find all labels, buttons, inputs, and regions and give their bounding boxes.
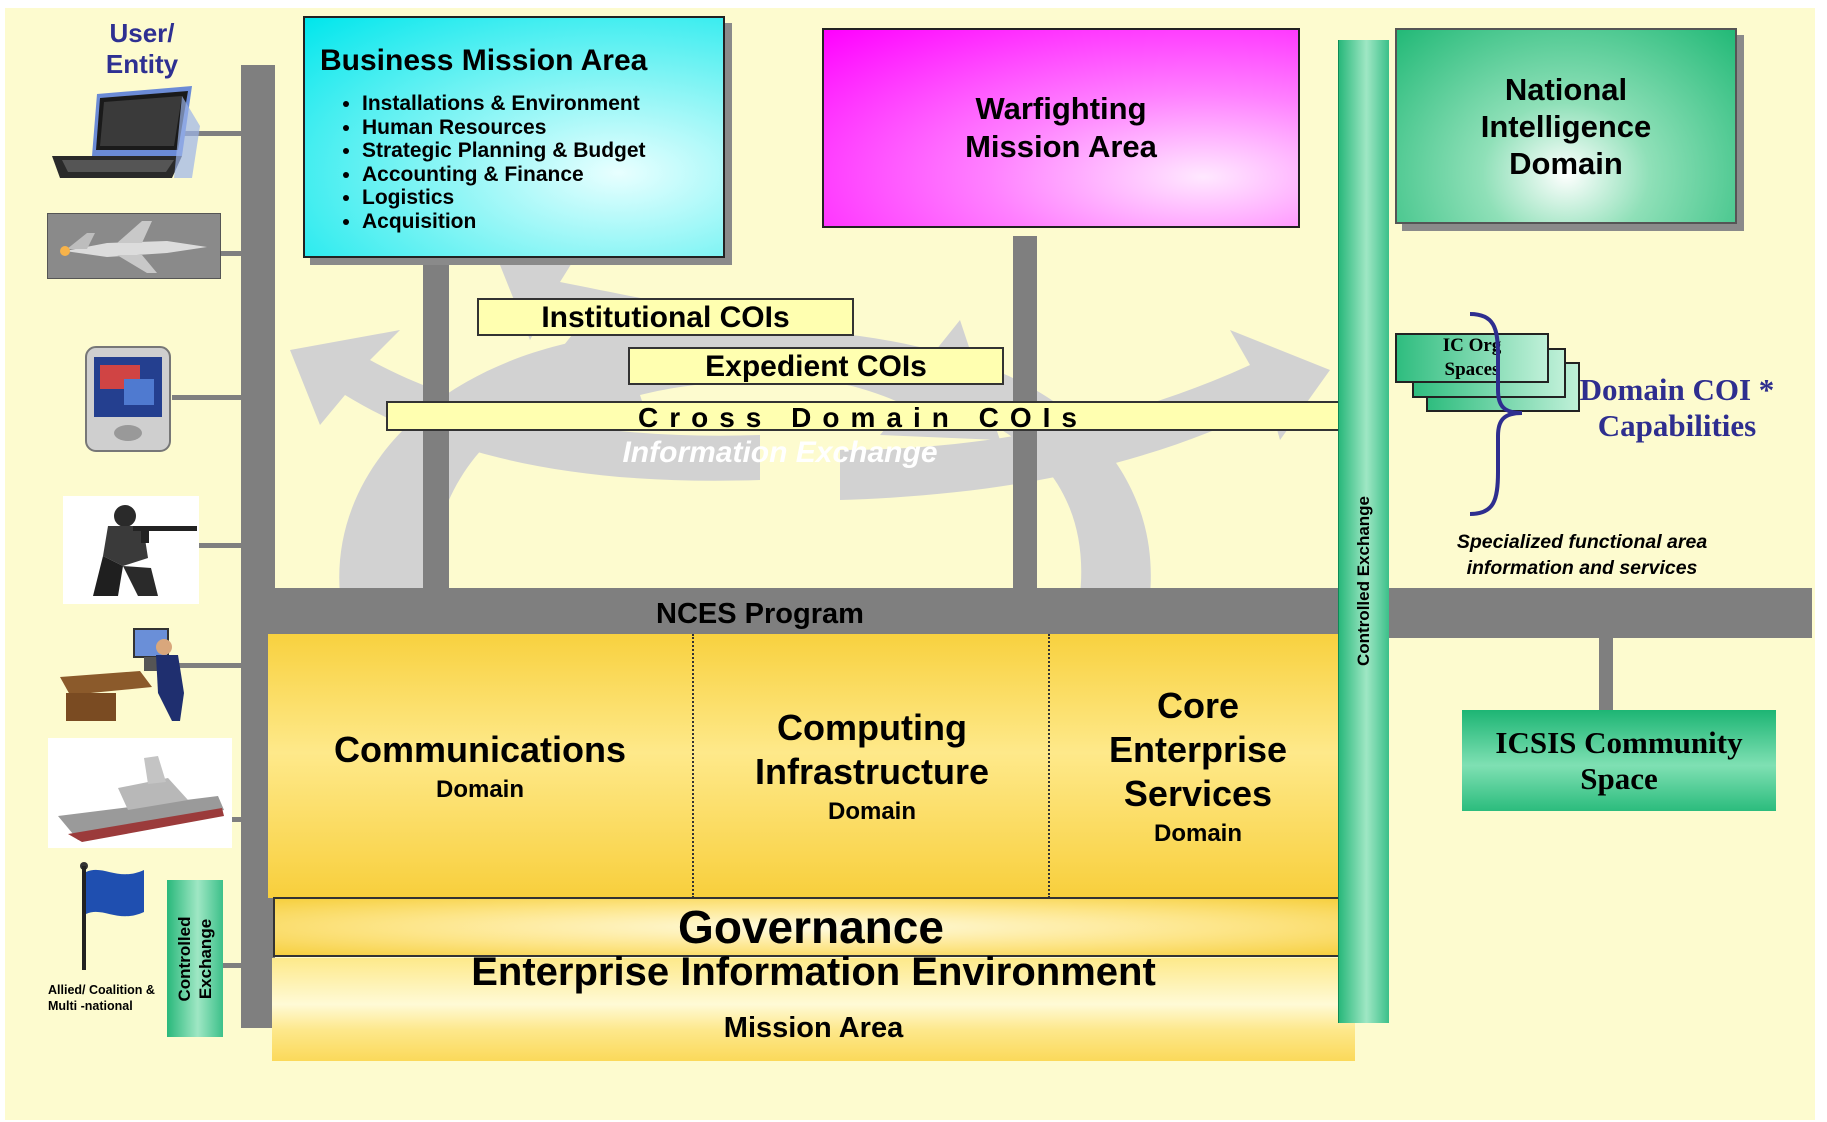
eie-title: Enterprise Information Environment (471, 950, 1156, 994)
ship-icon (48, 738, 232, 848)
domain-title: Computing Infrastructure (754, 707, 990, 792)
soldier-icon (63, 496, 199, 604)
communications-domain: Communications Domain (268, 634, 692, 898)
domain-subtitle: Domain (827, 798, 916, 825)
allied-coalition-label: Allied/ Coalition & Multi -national (48, 983, 155, 1013)
business-item: Accounting & Finance (362, 163, 646, 187)
business-item: Strategic Planning & Budget (362, 139, 646, 163)
nces-bar (272, 588, 1812, 638)
icsis-connector (1599, 636, 1613, 712)
stub-1 (170, 131, 242, 136)
pda-icon (85, 346, 171, 452)
warfighting-mission-area: Warfighting Mission Area (822, 28, 1300, 228)
stub-4 (196, 543, 242, 548)
business-item: Acquisition (362, 210, 646, 234)
controlled-exchange-left: Controlled Exchange (167, 880, 223, 1037)
business-mission-area: Business Mission Area Installations & En… (303, 16, 725, 258)
flag-icon (80, 862, 144, 970)
domain-title: Core Enterprise Services (1108, 685, 1288, 814)
information-exchange-label: Information Exchange (622, 436, 938, 469)
brace-icon (1469, 312, 1523, 516)
domain-coi-capabilities: Domain COI * Capabilities (1579, 372, 1775, 443)
specialized-functional-area: Specialized functional area information … (1456, 531, 1708, 579)
cross-domain-cois: Cross Domain COIs (386, 401, 1340, 433)
business-item: Logistics (362, 186, 646, 210)
controlled-exchange-label: Controlled Exchange (1354, 495, 1373, 667)
workstation-icon (60, 628, 184, 721)
domain-subtitle: Domain (435, 776, 524, 803)
laptop-icon (52, 86, 200, 178)
icsis-community-space: ICSIS Community Space (1462, 710, 1776, 811)
stub-6 (226, 817, 242, 822)
controlled-exchange-left-label: Controlled Exchange (175, 916, 215, 1002)
user-entity-label: User/ Entity (105, 18, 179, 79)
business-item: Human Resources (362, 116, 646, 140)
stub-7 (222, 963, 242, 968)
eie-subtitle: Mission Area (723, 1012, 904, 1044)
stub-3 (172, 395, 242, 400)
national-intelligence-domain: National Intelligence Domain (1395, 28, 1737, 224)
national-intelligence-label: National Intelligence Domain (1480, 71, 1652, 181)
ic-org-spaces: IC Org Spaces (1395, 333, 1549, 383)
fighter-jet-icon (47, 213, 221, 279)
governance-bar: Governance (273, 897, 1349, 957)
expedient-cois: Expedient COIs (628, 347, 1004, 385)
controlled-exchange-right: Controlled Exchange (1338, 40, 1389, 1023)
core-enterprise-services-domain: Core Enterprise Services Domain (1048, 634, 1346, 898)
business-item: Installations & Environment (362, 92, 646, 116)
domain-title: Communications (333, 729, 627, 770)
business-mission-area-title: Business Mission Area (320, 44, 648, 77)
stub-5 (176, 663, 242, 668)
eie-mission-area (272, 958, 1355, 1061)
nces-program-label: NCES Program (656, 598, 864, 630)
domain-subtitle: Domain (1153, 820, 1242, 847)
warfighting-label: Warfighting Mission Area (965, 91, 1157, 164)
business-items: Installations & Environment Human Resour… (362, 92, 646, 233)
enterprise-domains (268, 634, 1348, 898)
institutional-cois: Institutional COIs (477, 298, 854, 336)
computing-infrastructure-domain: Computing Infrastructure Domain (692, 634, 1050, 898)
stub-2 (214, 251, 242, 256)
icsis-label: ICSIS Community Space (1495, 724, 1743, 796)
